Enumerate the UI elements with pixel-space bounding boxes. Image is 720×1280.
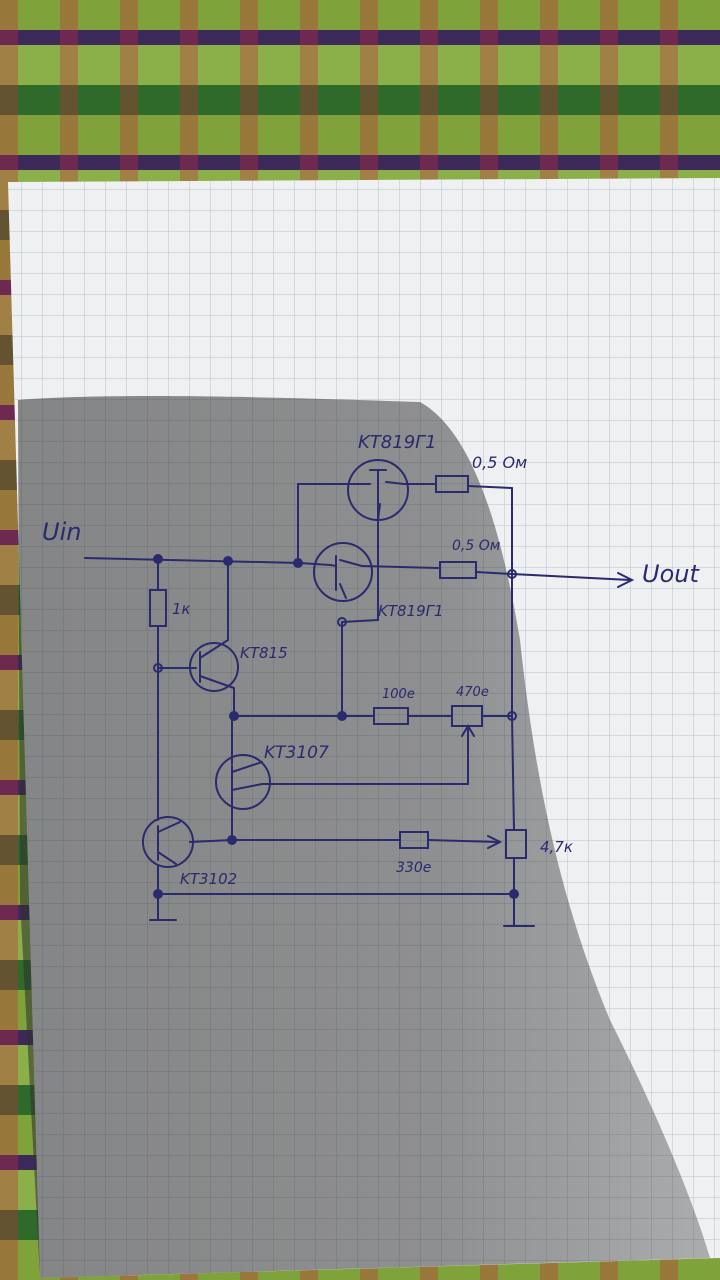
- label-r-100: 100е: [382, 687, 415, 702]
- label-r-330: 330е: [396, 860, 431, 876]
- labels: Uin Uout KT819Г1 0,5 Ом 0,5 Ом KT819Г1 1…: [42, 432, 700, 888]
- label-uout: Uout: [642, 560, 700, 588]
- label-kt3102: KT3102: [180, 870, 237, 888]
- label-r-mid: 0,5 Ом: [452, 538, 501, 554]
- label-uin: Uin: [42, 518, 81, 546]
- paper-sheet: [8, 178, 720, 1278]
- label-kt819-mid: KT819Г1: [378, 602, 444, 620]
- label-r-top: 0,5 Ом: [472, 453, 527, 472]
- label-kt819-top: KT819Г1: [358, 432, 437, 453]
- label-pot-47k: 4,7к: [540, 838, 573, 856]
- circuit-schematic: [84, 459, 635, 927]
- label-kt815: KT815: [240, 644, 288, 662]
- label-r-1k: 1к: [172, 600, 191, 618]
- label-pot-470: 470е: [456, 685, 489, 700]
- label-kt3107: KT3107: [264, 743, 329, 763]
